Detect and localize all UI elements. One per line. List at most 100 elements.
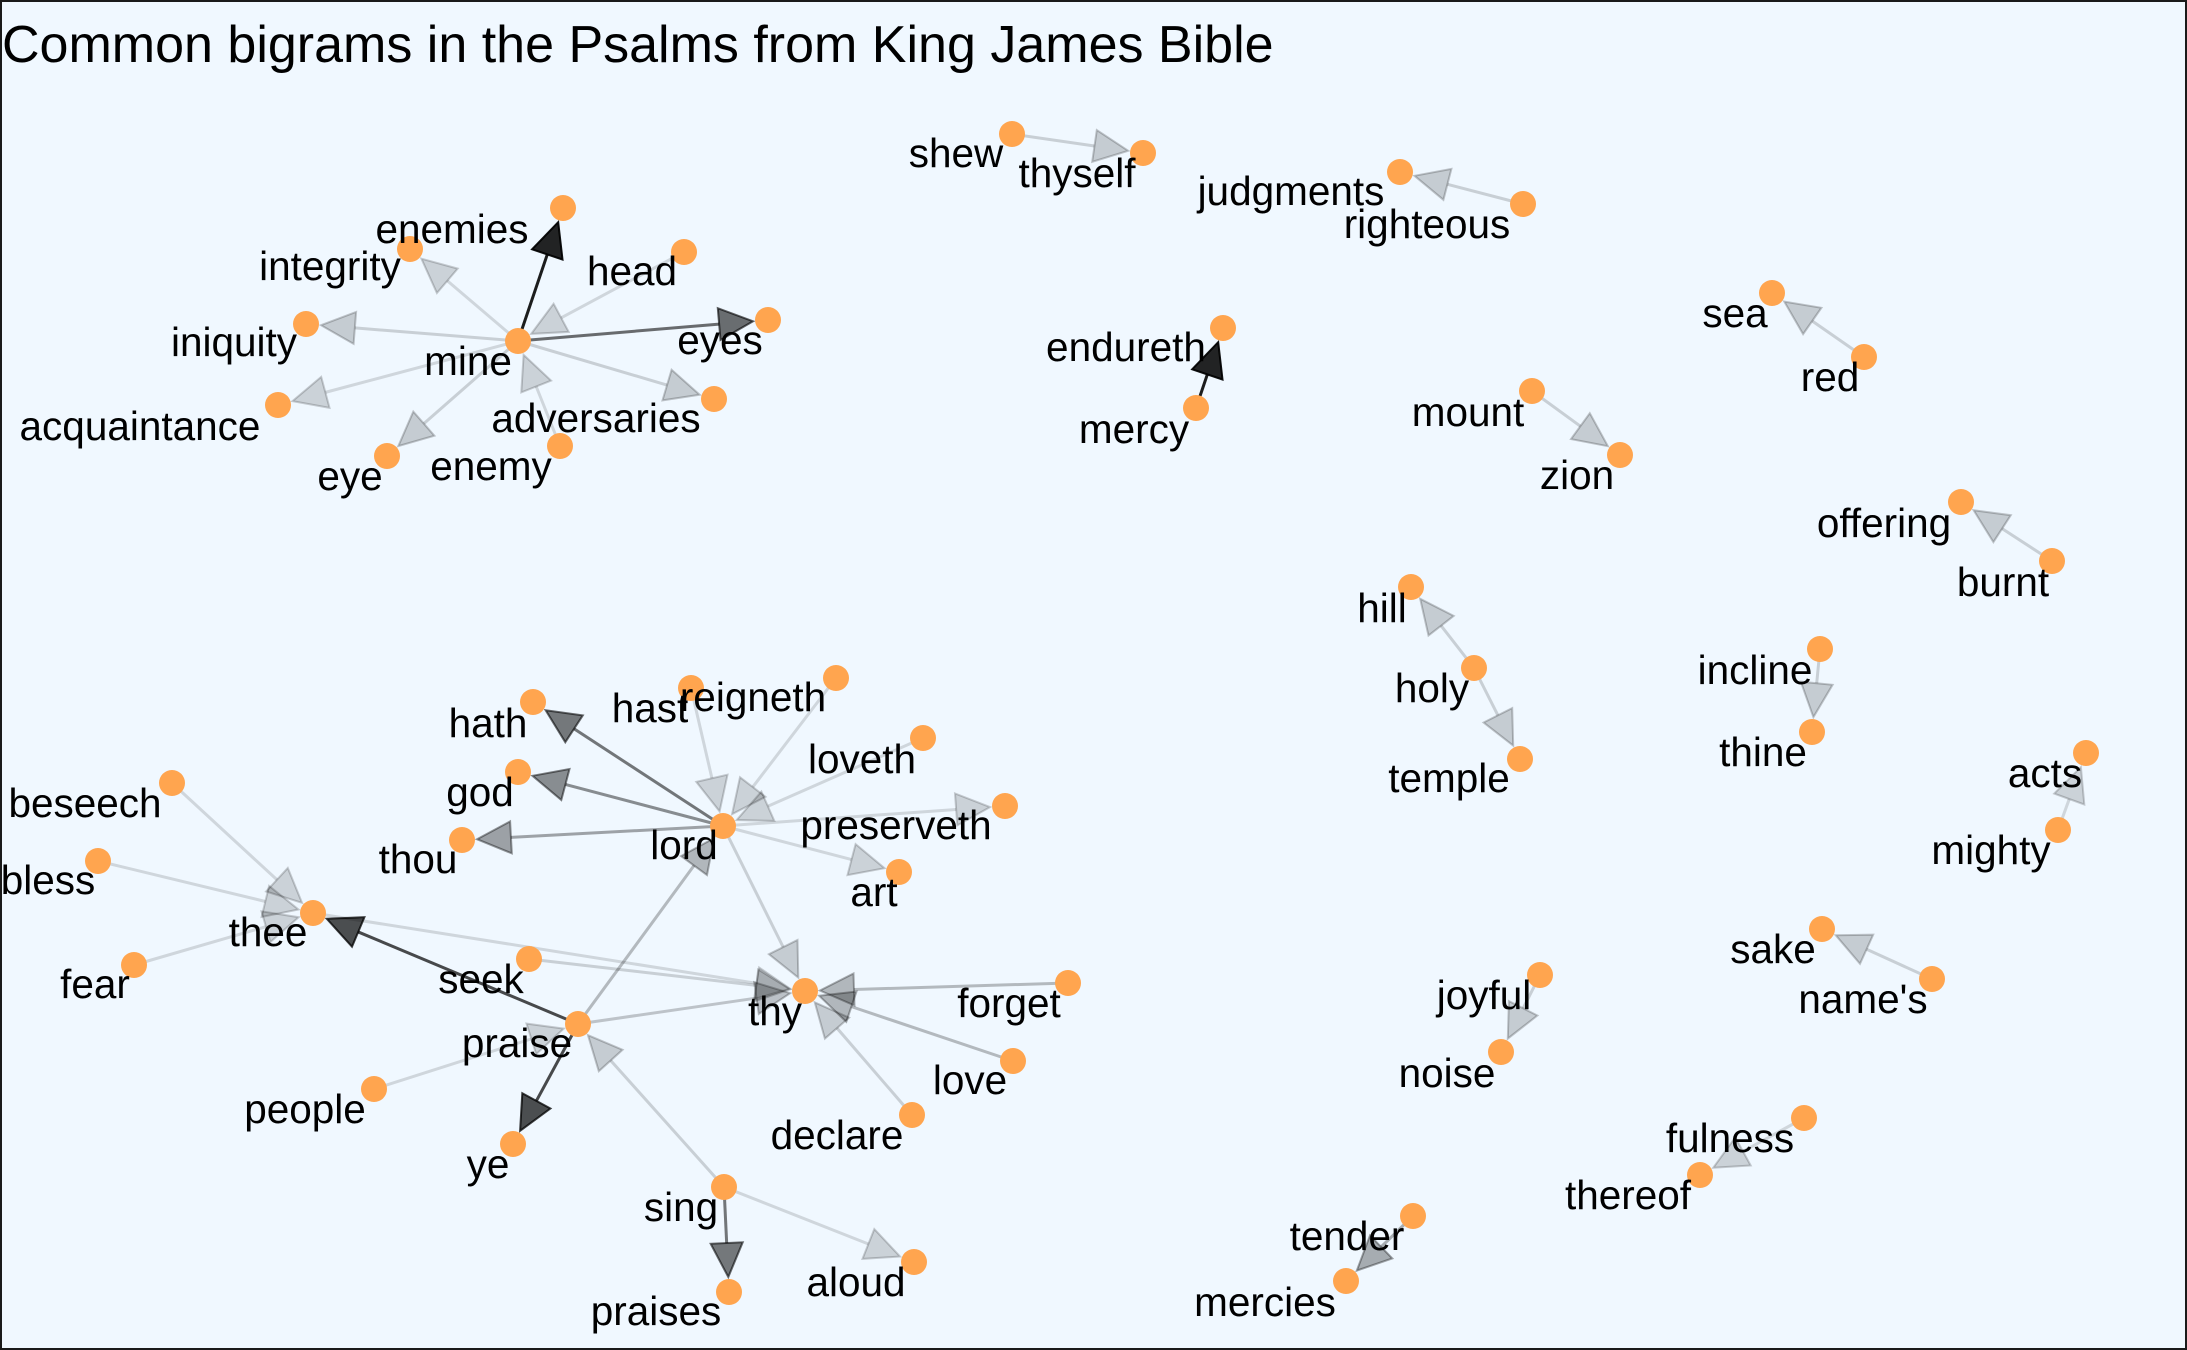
node-label-hath: hath — [449, 700, 528, 746]
edge-line — [517, 322, 720, 343]
edge-arrowhead — [419, 257, 460, 295]
edge-mine-acquaintance — [290, 339, 519, 410]
edge-line — [516, 253, 549, 342]
node-people — [361, 1076, 387, 1102]
edge-seek-thy — [528, 957, 793, 1003]
edge-line — [850, 1005, 1014, 1063]
edge-line — [767, 736, 924, 808]
node-integrity — [397, 236, 423, 262]
edge-layer — [97, 128, 2086, 1280]
edge-line — [446, 279, 519, 343]
node-label-enemies: enemies — [375, 206, 528, 252]
edge-line — [1011, 132, 1095, 148]
node-label-adversaries: adversaries — [491, 395, 700, 441]
edge-arrowhead — [709, 1241, 745, 1280]
edge-line — [721, 825, 785, 948]
node-hill — [1398, 574, 1424, 600]
node-mount — [1519, 378, 1545, 404]
edge-fear-thee — [133, 910, 301, 967]
edge-arrowhead — [813, 1000, 851, 1041]
node-label-lord: lord — [650, 822, 718, 868]
node-label-incline: incline — [1698, 647, 1813, 693]
node-label-integrity: integrity — [259, 243, 402, 289]
node-label-mount: mount — [1412, 389, 1525, 435]
node-label-noise: noise — [1399, 1050, 1496, 1096]
node-mighty — [2045, 817, 2071, 843]
edge-arrowhead — [396, 409, 437, 448]
edge-arrowhead — [1799, 680, 1835, 720]
edge-arrowhead — [1355, 1233, 1395, 1273]
node-righteous — [1510, 191, 1536, 217]
node-beseech — [159, 770, 185, 796]
node-label-red: red — [1801, 354, 1860, 400]
node-reigneth — [823, 665, 849, 691]
node-head — [671, 239, 697, 265]
node-label-eye: eye — [317, 453, 382, 499]
node-label-thereof: thereof — [1565, 1172, 1692, 1218]
node-joyful — [1527, 962, 1553, 988]
edge-line — [357, 930, 579, 1026]
node-endureth — [1210, 315, 1236, 341]
edge-arrowhead — [1711, 1135, 1753, 1169]
node-label-temple: temple — [1388, 755, 1510, 801]
node-eyes — [755, 307, 781, 333]
edge-line — [170, 781, 278, 881]
node-label-acts: acts — [2008, 750, 2082, 796]
node-label-joyful: joyful — [1436, 972, 1532, 1018]
node-label-mighty: mighty — [1931, 827, 2051, 873]
edge-arrowhead — [679, 836, 716, 877]
node-enemies — [550, 195, 576, 221]
node-label-burnt: burnt — [1957, 559, 2049, 605]
node-label-mercy: mercy — [1079, 406, 1190, 452]
node-temple — [1507, 746, 1533, 772]
edge-line — [723, 1185, 869, 1246]
node-declare — [899, 1102, 925, 1128]
node-label-preserveth: preserveth — [800, 802, 991, 848]
edge-line — [510, 824, 724, 839]
node-label-hill: hill — [1357, 585, 1407, 631]
edge-arrowhead — [1190, 339, 1224, 381]
edge-line — [517, 339, 668, 387]
edge-arrowhead — [324, 916, 366, 949]
node-thereof — [1687, 1162, 1713, 1188]
edge-arrowhead — [260, 884, 301, 919]
node-label-enemy: enemy — [430, 443, 552, 489]
edge-arrowhead — [734, 789, 776, 822]
edge-sing-praise — [586, 1033, 726, 1189]
edge-arrowhead — [816, 990, 858, 1024]
node-ye — [500, 1131, 526, 1157]
edge-line — [853, 981, 1069, 992]
graph-title: Common bigrams in the Psalms from King J… — [2, 16, 1274, 74]
node-label-mine: mine — [424, 338, 512, 384]
edge-arrowhead — [1569, 411, 1610, 448]
node-label-praises: praises — [591, 1288, 722, 1334]
edge-line — [565, 783, 724, 828]
node-shew — [999, 121, 1025, 147]
node-label-thine: thine — [1719, 729, 1807, 775]
node-fear — [121, 952, 147, 978]
edge-sing-aloud — [723, 1185, 903, 1260]
edge-lord-god — [530, 767, 724, 828]
edge-lord-art — [722, 824, 887, 877]
node-judgments — [1387, 159, 1413, 185]
node-label-hast: hast — [612, 685, 689, 731]
node-label-thyself: thyself — [1018, 150, 1136, 196]
edge-lord-thy — [721, 825, 800, 980]
edge-line — [97, 859, 266, 903]
edge-arrowhead — [846, 842, 887, 877]
edge-lord-thou — [474, 819, 724, 855]
edge-lord-hath — [543, 708, 724, 828]
node-label-beseech: beseech — [8, 780, 161, 826]
edge-line — [528, 957, 757, 987]
node-label-praise: praise — [462, 1020, 572, 1066]
edge-line — [133, 925, 267, 967]
edge-lord-preserveth — [722, 791, 993, 828]
node-forget — [1055, 970, 1081, 996]
edge-mine-iniquity — [318, 310, 519, 346]
node-label-righteous: righteous — [1344, 201, 1511, 247]
node-label-fear: fear — [60, 961, 130, 1007]
edge-line — [373, 1037, 532, 1091]
